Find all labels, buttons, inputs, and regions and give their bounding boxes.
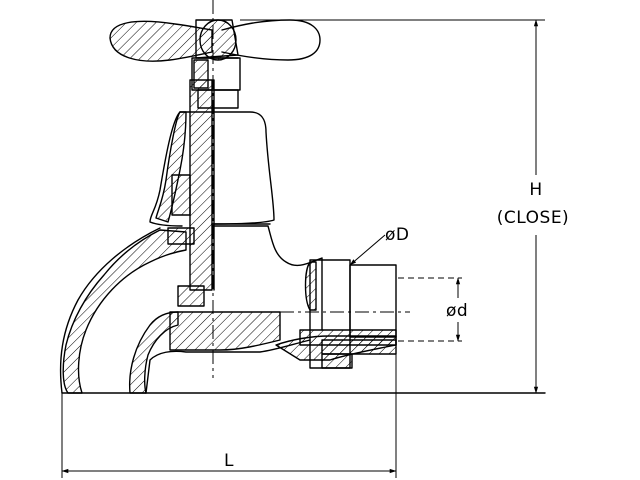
dimension-outer-diameter: øD [349,225,410,266]
spindle [189,57,241,291]
height-note-label: (CLOSE) [497,208,569,228]
dimension-length: L [61,340,397,478]
length-label: L [224,451,234,471]
inner-diameter-label: ød [446,301,468,321]
cross-handle [109,19,321,62]
outlet-nipple [304,259,397,369]
height-label: H [529,180,542,200]
dimension-height: H (CLOSE) [240,19,582,394]
valve-body [59,225,397,394]
outer-diameter-label: øD [385,225,410,245]
dimension-inner-diameter: ød [398,277,474,342]
bonnet [149,111,275,245]
